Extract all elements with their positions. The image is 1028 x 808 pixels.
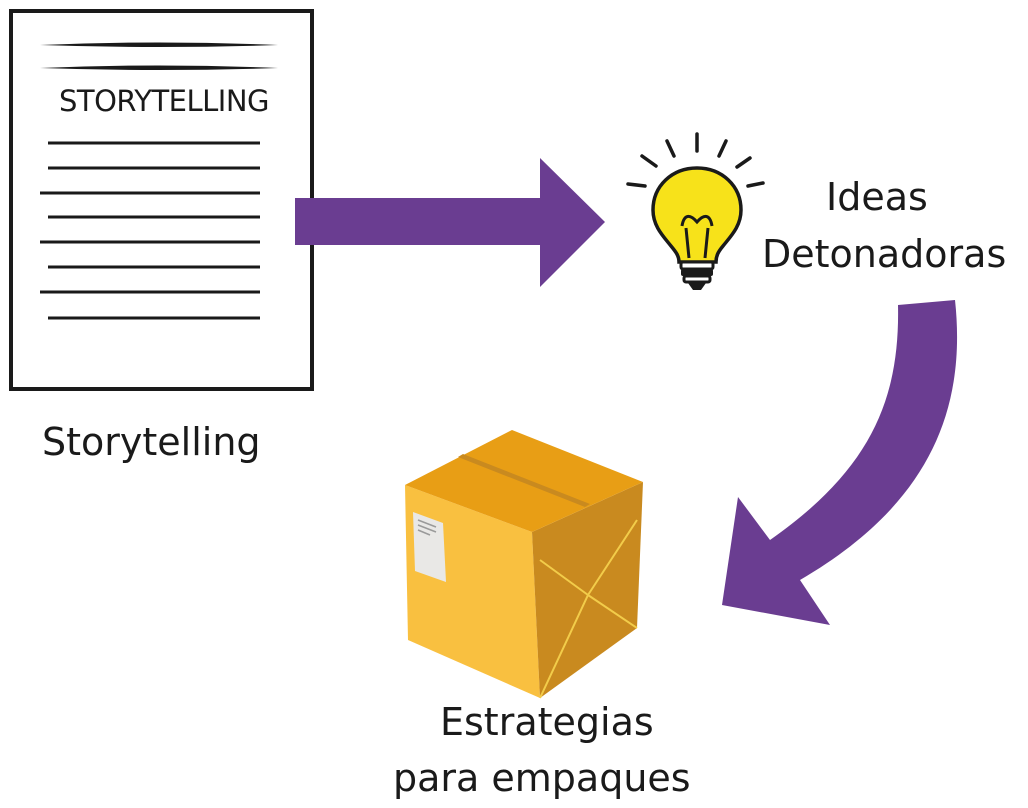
document-header-text: STORYTELLING bbox=[58, 84, 270, 118]
storytelling-caption: Storytelling bbox=[42, 420, 261, 464]
document-page bbox=[9, 9, 314, 391]
strategies-label-line1: Estrategias bbox=[440, 700, 654, 744]
bulb-filament bbox=[680, 215, 714, 259]
document-rule bbox=[40, 42, 278, 47]
lightbulb-icon bbox=[626, 132, 765, 290]
box-side bbox=[532, 482, 643, 698]
strategies-label-line2: para empaques bbox=[393, 756, 691, 800]
arrow-to-ideas bbox=[295, 158, 605, 287]
document-rule bbox=[40, 65, 278, 70]
ideas-label-line1: Ideas bbox=[826, 175, 928, 219]
box-label-lines bbox=[417, 519, 437, 536]
bulb-tip bbox=[688, 283, 706, 290]
ideas-label-line2: Detonadoras bbox=[762, 232, 1007, 276]
light-rays bbox=[626, 132, 765, 188]
document-icon bbox=[9, 9, 314, 391]
bulb-base bbox=[681, 269, 713, 276]
box-tape bbox=[458, 454, 590, 507]
bulb-base bbox=[682, 274, 712, 284]
document-text-lines bbox=[40, 141, 260, 320]
bulb-glass bbox=[651, 166, 743, 264]
box-side-folds bbox=[539, 519, 638, 699]
box-label bbox=[413, 512, 446, 582]
arrow-to-strategies bbox=[722, 300, 958, 625]
bulb-base bbox=[679, 260, 715, 271]
package-box-icon bbox=[405, 430, 643, 699]
